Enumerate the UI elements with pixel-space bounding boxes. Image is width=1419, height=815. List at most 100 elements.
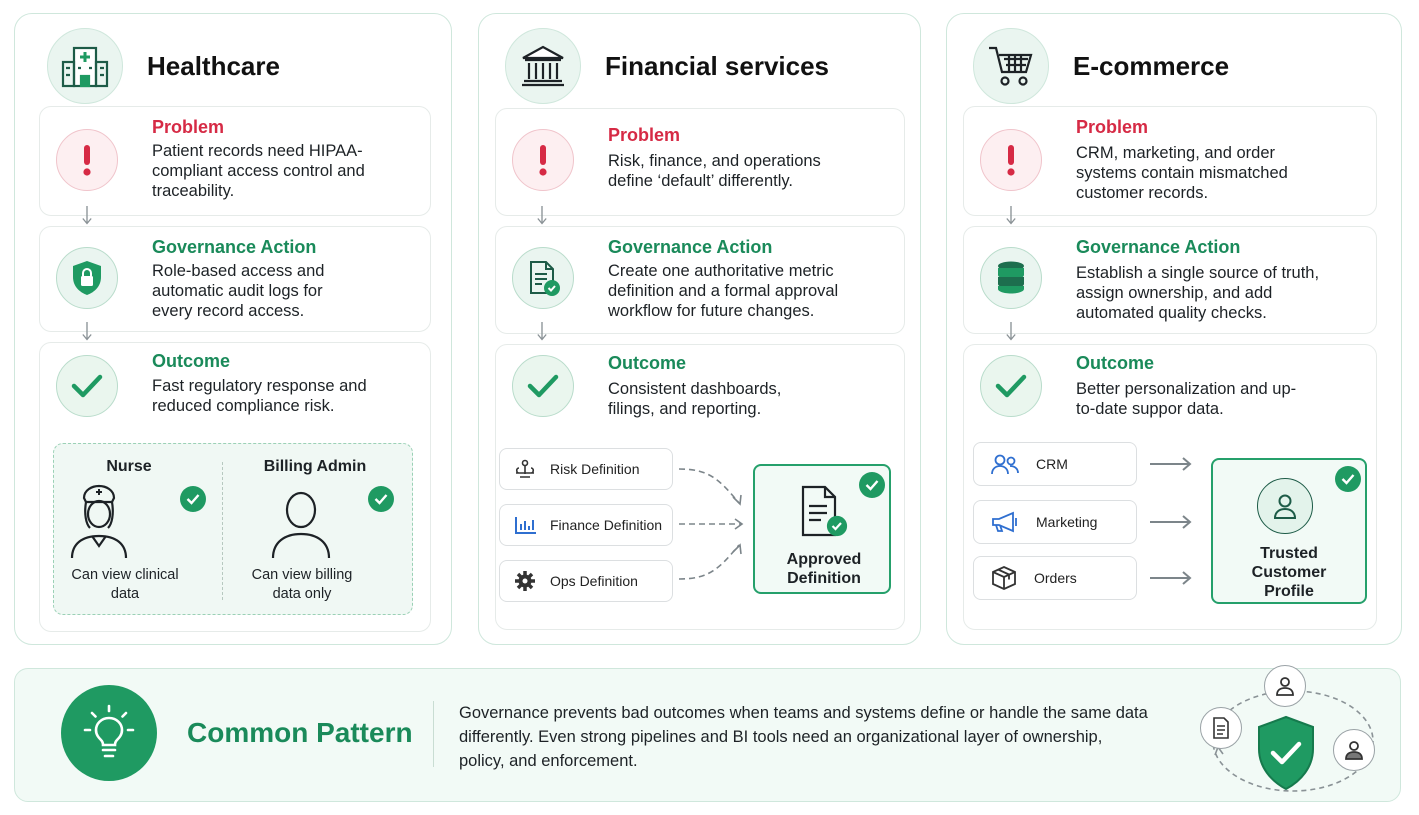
role-name: Nurse <box>106 458 152 475</box>
action-label: Governance Action <box>1076 237 1241 257</box>
gear-icon <box>515 571 535 591</box>
role-access-box: Nurse Can view clinical data Billing Adm… <box>53 443 413 615</box>
action-text: Role-based access and automatic audit lo… <box>152 262 325 320</box>
action-label: Governance Action <box>152 237 317 257</box>
outcome-text: Fast regulatory response and reduced com… <box>152 377 367 415</box>
document-check-icon <box>512 247 574 309</box>
action-text: Create one authoritative metric definiti… <box>608 262 839 320</box>
arrow-down-icon <box>1006 322 1016 341</box>
bank-icon <box>505 28 581 104</box>
users-icon <box>991 454 1019 475</box>
user-node-icon <box>1264 665 1306 707</box>
megaphone-icon <box>992 511 1017 533</box>
trusted-customer-profile-box: Trusted Customer Profile <box>1211 458 1367 604</box>
problem-card: Problem Patient records need HIPAA-compl… <box>39 106 431 216</box>
source-label: Ops Definition <box>550 573 638 589</box>
source-orders: Orders <box>973 556 1137 600</box>
check-badge-icon <box>180 486 206 512</box>
problem-label: Problem <box>152 117 225 137</box>
role-desc: Can view billing data only <box>251 567 353 602</box>
check-badge-icon <box>859 472 885 498</box>
user-node-icon <box>1333 729 1375 771</box>
target-label: Approved Definition <box>786 551 862 587</box>
source-label: Risk Definition <box>550 461 640 477</box>
shield-check-icon <box>1258 715 1314 791</box>
lightbulb-icon <box>61 685 157 781</box>
profile-icon <box>1257 478 1313 534</box>
role-nurse: Nurse Can view clinical data <box>54 444 222 616</box>
problem-label: Problem <box>608 125 681 145</box>
common-text: Governance prevents bad outcomes when te… <box>459 704 1148 770</box>
action-label: Governance Action <box>608 237 773 257</box>
alert-icon <box>512 129 574 191</box>
hospital-icon <box>47 28 123 104</box>
outcome-label: Outcome <box>152 351 231 371</box>
document-node-icon <box>1200 707 1242 749</box>
check-badge-icon <box>368 486 394 512</box>
source-label: Orders <box>1034 570 1077 586</box>
arrow-down-icon <box>1006 206 1016 225</box>
database-icon <box>980 247 1042 309</box>
source-risk-definition: Risk Definition <box>499 448 673 490</box>
arrow-down-icon <box>537 206 547 225</box>
outcome-card: Outcome Fast regulatory response and red… <box>39 342 431 632</box>
healthcare-panel: Healthcare Problem Patient records need … <box>14 13 452 645</box>
checkmark-icon <box>56 355 118 417</box>
outcome-label: Outcome <box>1076 353 1155 373</box>
checkmark-icon <box>512 355 574 417</box>
source-label: Finance Definition <box>550 517 663 533</box>
outcome-text: Better personalization and up-to-date su… <box>1076 380 1297 418</box>
document-check-icon <box>801 485 848 537</box>
problem-label: Problem <box>1076 117 1149 137</box>
panel-title: E-commerce <box>1073 50 1230 81</box>
target-label: Trusted Customer Profile <box>1251 545 1327 600</box>
problem-text: CRM, marketing, and order systems contai… <box>1076 144 1288 202</box>
arrow-down-icon <box>82 322 92 341</box>
source-ops-definition: Ops Definition <box>499 560 673 602</box>
alert-icon <box>56 129 118 191</box>
banner-divider <box>433 701 434 767</box>
lock-shield-icon <box>56 247 118 309</box>
panel-header: Financial services <box>505 28 829 104</box>
action-card: Governance Action Create one authoritati… <box>495 226 905 334</box>
panel-header: E-commerce <box>973 28 1229 104</box>
flow-arrows <box>1150 457 1192 585</box>
arrow-down-icon <box>82 206 92 225</box>
source-marketing: Marketing <box>973 500 1137 544</box>
source-finance-definition: Finance Definition <box>499 504 673 546</box>
source-label: CRM <box>1036 456 1068 472</box>
problem-card: Problem CRM, marketing, and order system… <box>963 106 1377 216</box>
box-icon <box>992 566 1016 590</box>
panel-title: Financial services <box>605 50 830 81</box>
e-commerce-panel: E-commerce Problem CRM, marketing, and o… <box>946 13 1402 645</box>
scales-icon <box>515 459 535 478</box>
problem-card: Problem Risk, finance, and operations de… <box>495 108 905 216</box>
nurse-icon <box>70 484 128 559</box>
check-badge-icon <box>1335 466 1361 492</box>
common-title: Common Pattern <box>187 717 413 748</box>
approved-definition-box: Approved Definition <box>753 464 891 594</box>
action-card: Governance Action Establish a single sou… <box>963 226 1377 334</box>
person-icon <box>271 491 331 559</box>
action-card: Governance Action Role-based access and … <box>39 226 431 332</box>
problem-text: Risk, finance, and operations define ‘de… <box>608 152 821 190</box>
dashed-flow-arrows <box>678 468 744 580</box>
common-pattern-banner: Common Pattern Governance prevents bad o… <box>14 665 1401 802</box>
outcome-label: Outcome <box>608 353 687 373</box>
cart-icon <box>973 28 1049 104</box>
role-name: Billing Admin <box>263 458 367 475</box>
panel-header: Healthcare <box>47 28 280 104</box>
source-label: Marketing <box>1036 514 1098 530</box>
source-crm: CRM <box>973 442 1137 486</box>
financial-services-panel: Financial services Problem Risk, finance… <box>478 13 921 645</box>
bar-chart-icon <box>515 517 536 534</box>
action-text: Establish a single source of truth, assi… <box>1076 264 1320 322</box>
problem-text: Patient records need HIPAA-compliant acc… <box>152 142 365 200</box>
role-billing-admin: Billing Admin Can view billing data only <box>224 444 414 616</box>
role-divider <box>222 462 223 600</box>
outcome-text: Consistent dashboards, filings, and repo… <box>608 380 782 418</box>
checkmark-icon <box>980 355 1042 417</box>
arrow-down-icon <box>537 322 547 341</box>
panel-title: Healthcare <box>147 50 280 81</box>
role-desc: Can view clinical data <box>71 567 179 602</box>
